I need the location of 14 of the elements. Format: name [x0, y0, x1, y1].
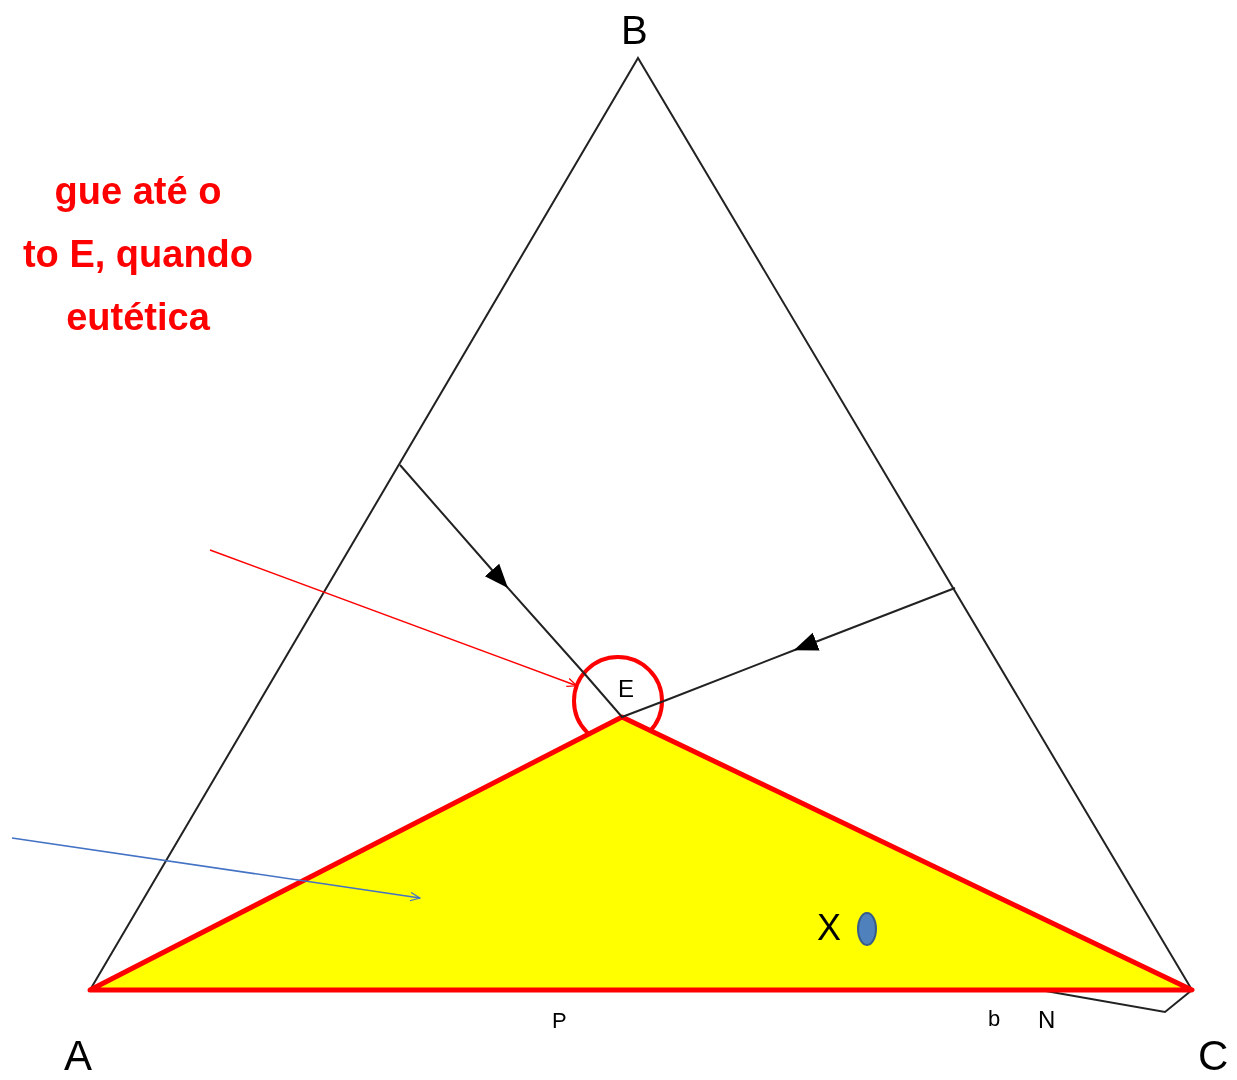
- arrow: [209, 549, 578, 687]
- vertex-label: C: [1198, 1035, 1229, 1077]
- vertex-label: A: [64, 1035, 92, 1077]
- vertex-label: B: [621, 10, 648, 50]
- note-text: gue até o: [53, 172, 223, 210]
- point-label: N: [1038, 1008, 1056, 1032]
- point-label: b: [988, 1008, 1001, 1030]
- compatibility-triangle: [86, 712, 1196, 994]
- note-text: eutética: [65, 298, 211, 336]
- point-label: X: [817, 910, 841, 946]
- point-label: P: [552, 1010, 567, 1032]
- note-text: to E, quando: [21, 235, 255, 273]
- point-label: E: [618, 677, 634, 701]
- arrow: [11, 837, 421, 902]
